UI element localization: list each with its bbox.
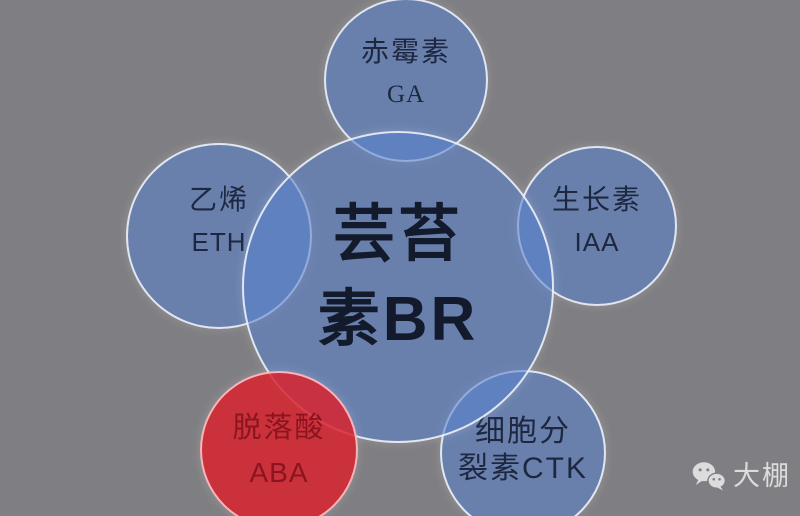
circle-abscisic-acid: 脱落酸 ABA [200,371,358,516]
auxin-label-en: IAA [574,226,620,257]
ethylene-label-en: ETH [191,226,247,257]
gibberellin-label-en: GA [386,81,426,108]
cytokinin-label-line1: 细胞分 [475,415,571,448]
cytokinin-label-line2: 裂素CTK [458,452,588,485]
ethylene-label-zh: 乙烯 [188,183,249,215]
brassinolide-label-line2: 素BR [317,285,479,354]
abscisic-acid-label-zh: 脱落酸 [232,412,326,444]
gibberellin-label-zh: 赤霉素 [360,37,451,68]
abscisic-acid-label-en: ABA [249,457,309,488]
watermark-label: 大棚 [733,461,791,491]
auxin-label-zh: 生长素 [551,183,642,215]
wechat-icon [692,462,726,491]
brassinolide-label-line1: 芸苔 [332,200,463,269]
circle-brassinolide-center: 芸苔 素BR [242,131,554,443]
watermark: 大棚 [692,461,791,491]
